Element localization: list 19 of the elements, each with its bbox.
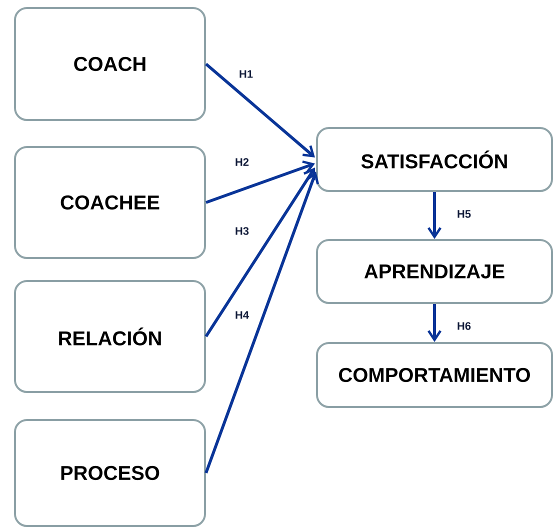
arrow: [204, 172, 319, 474]
process-box: SATISFACCIÓN: [316, 127, 553, 192]
process-box: COACHEE: [14, 146, 206, 259]
edge-label: H3: [234, 226, 250, 236]
edge-label: H6: [456, 321, 472, 331]
process-box: PROCESO: [14, 419, 206, 527]
process-box: APRENDIZAJE: [316, 239, 553, 304]
process-box: COACH: [14, 7, 206, 121]
edge-label: H1: [238, 69, 254, 79]
edge-label: H4: [234, 310, 250, 320]
process-box: COMPORTAMIENTO: [316, 342, 553, 408]
arrow: [428, 304, 442, 342]
arrow: [428, 192, 442, 239]
arrow: [204, 168, 316, 338]
edge-label: H5: [456, 209, 472, 219]
edge-label: H2: [234, 157, 250, 167]
process-box: RELACIÓN: [14, 280, 206, 393]
arrow: [206, 160, 315, 204]
arrow: [205, 62, 315, 158]
